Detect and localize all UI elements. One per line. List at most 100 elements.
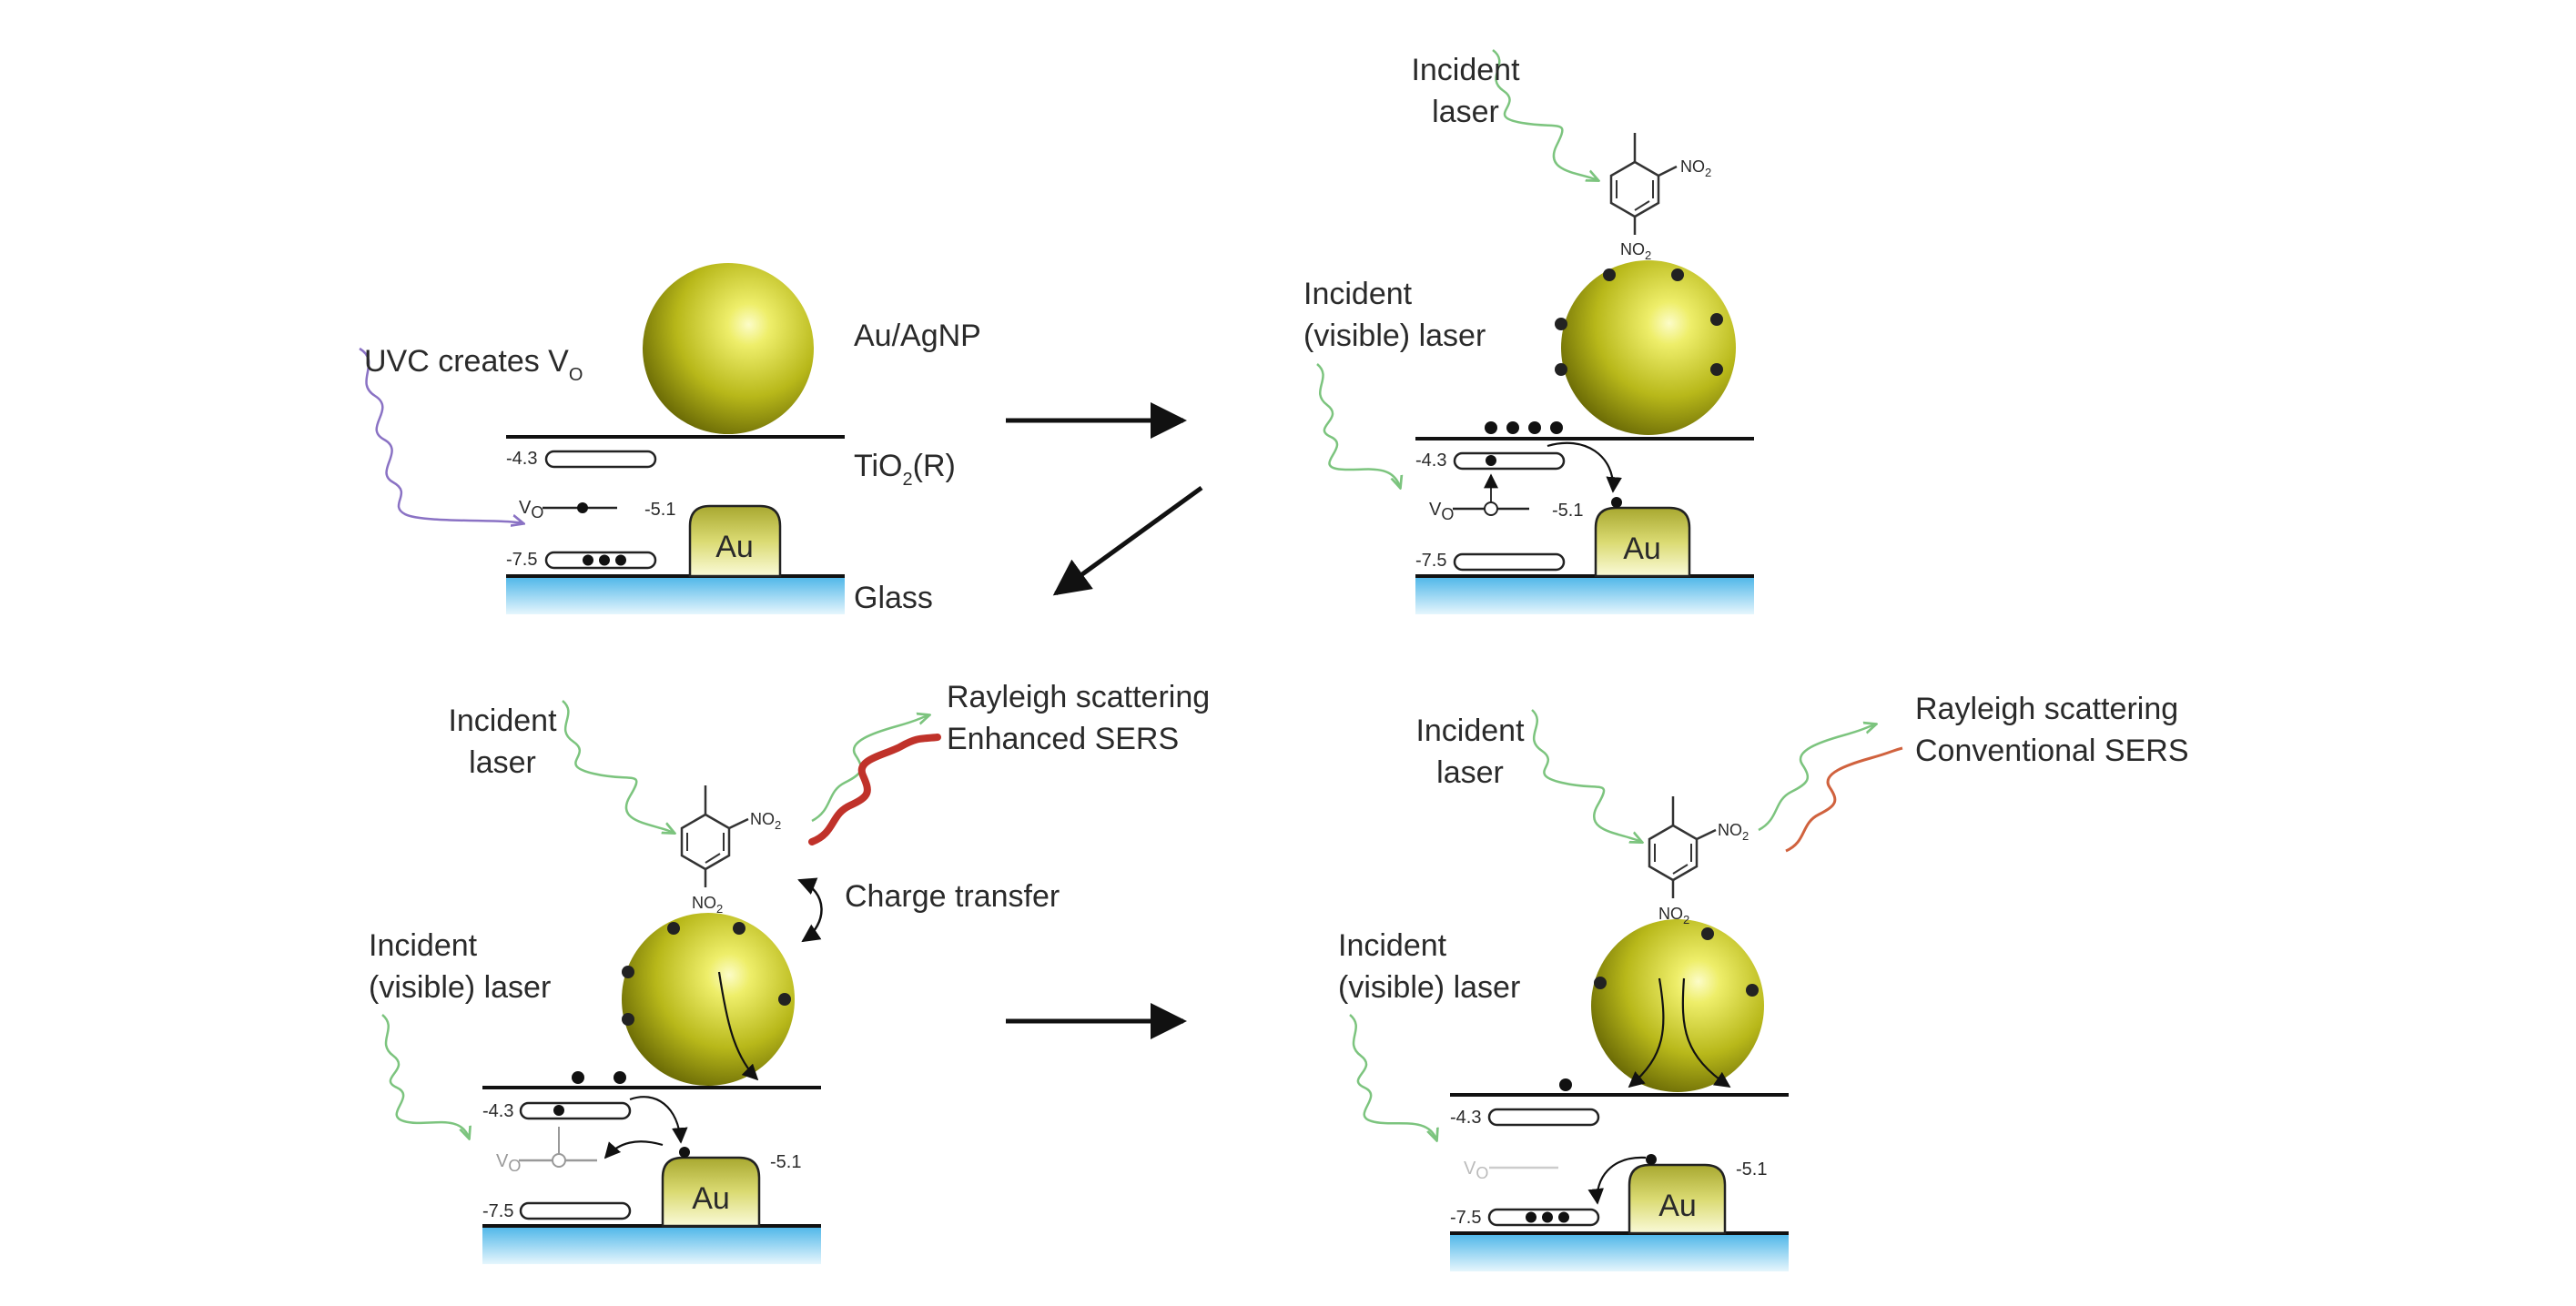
incident-laser-wave-bottom [1316, 363, 1400, 487]
incident-laser-label-bottom: Incident(visible) laser [369, 928, 551, 1005]
glass-substrate [1450, 1233, 1789, 1271]
au-electrode-label: Au [692, 1181, 730, 1216]
vo-label: VO [1464, 1159, 1488, 1182]
np-surface-charges [1555, 268, 1723, 376]
no2-top: NO2 [1680, 157, 1711, 179]
vb-hole-3 [615, 554, 626, 566]
rayleigh-scatter-wave [1758, 724, 1875, 832]
panel-conventional-sers: NO2 NO2 -4.3 VO -5.1 -7.5 Au Rayleigh sc… [1338, 692, 2189, 1271]
vo-label: VO [519, 498, 543, 521]
au-electron [1646, 1154, 1657, 1165]
vb-level-label: -7.5 [1450, 1208, 1481, 1228]
cb-level-label: -4.3 [1450, 1108, 1481, 1128]
vb-charges [1526, 1211, 1569, 1223]
tio2-surface-charge [1559, 1078, 1572, 1091]
au-level-label: -5.1 [770, 1152, 801, 1172]
au-electrode-label: Au [1623, 532, 1661, 566]
vb-level-label: -7.5 [1415, 551, 1446, 571]
vo-electron [577, 502, 588, 513]
incident-laser-wave-top [562, 700, 674, 833]
tio2-label: TiO2(R) [854, 449, 956, 490]
charge-transfer-label: Charge transfer [845, 879, 1060, 914]
glass-substrate [506, 576, 845, 614]
incident-laser-label-bottom: Incident(visible) laser [1303, 277, 1486, 353]
vo-label: VO [1429, 500, 1454, 523]
cb-electron [553, 1105, 564, 1116]
incident-laser-wave-top [1492, 49, 1597, 180]
cb-level-label: -4.3 [482, 1101, 513, 1121]
glass-substrate [1415, 576, 1754, 614]
cb-level-label: -4.3 [506, 449, 537, 469]
nanoparticle-sphere [1591, 919, 1764, 1092]
vb-level-label: -7.5 [482, 1201, 513, 1221]
charge-transfer-arrow [797, 877, 823, 943]
vo-label: VO [496, 1151, 521, 1175]
au-electron [679, 1147, 690, 1158]
vb-hole-1 [583, 554, 593, 566]
np-surface-charges [1594, 927, 1759, 997]
electron-transfer-arrow [629, 1096, 688, 1144]
np-surface-charges [622, 922, 791, 1026]
vb-hole-2 [599, 554, 610, 566]
valence-band [519, 1201, 632, 1220]
au-level-label: -5.1 [644, 500, 675, 520]
vo-hole [552, 1153, 566, 1168]
au-to-vb-arrow [1587, 1156, 1647, 1205]
nanoparticle-sphere [643, 263, 814, 434]
uvc-wave [359, 347, 522, 523]
no2-bottom: NO2 [692, 894, 723, 916]
incident-laser-wave-bottom [381, 1014, 469, 1138]
glass-label: Glass [854, 581, 933, 615]
rayleigh-scatter-wave [811, 715, 928, 823]
tio2-surface-charges [572, 1071, 626, 1084]
arrow-step2-to-step3 [1052, 485, 1203, 596]
electron-transfer-arrow [1547, 441, 1622, 493]
np-internal-arrow [717, 971, 759, 1081]
nanoparticle-sphere [622, 913, 795, 1086]
au-electrode [688, 504, 782, 578]
nanoparticle-sphere [1561, 260, 1736, 435]
panel-enhanced-sers: NO2 NO2 Charge transfer -4.3 VO -5.1 -7.… [369, 680, 1210, 1264]
conduction-band [1453, 451, 1566, 471]
no2-bottom: NO2 [1620, 240, 1651, 262]
conventional-sers-wave [1785, 746, 1903, 853]
au-electrode [1628, 1163, 1727, 1235]
au-electrode [661, 1156, 761, 1228]
conduction-band [519, 1101, 632, 1120]
au-electrode [1594, 506, 1691, 578]
valence-band [1453, 552, 1566, 572]
incident-laser-label-bottom: Incident(visible) laser [1338, 928, 1520, 1005]
np-internal-arrow-right [1681, 977, 1731, 1088]
tio2-surface-charges [1485, 421, 1563, 434]
enhanced-sers-wave [808, 734, 941, 845]
conduction-band [1487, 1108, 1600, 1127]
au-electron [1611, 497, 1622, 508]
no2-top: NO2 [750, 810, 781, 832]
cb-electron [1486, 455, 1496, 466]
incident-laser-wave-bottom [1349, 1014, 1436, 1139]
np-label: Au/AgNP [854, 319, 981, 353]
nitrotoluene-molecule: NO2 NO2 [680, 785, 781, 916]
nitrotoluene-molecule: NO2 NO2 [1648, 796, 1749, 926]
vo-hole [1484, 501, 1498, 516]
au-level-label: -5.1 [1552, 501, 1583, 521]
glass-substrate [482, 1226, 821, 1264]
vb-level-label: -7.5 [506, 550, 537, 570]
no2-bottom: NO2 [1658, 905, 1689, 926]
incident-laser-wave-top [1531, 709, 1641, 842]
au-electrode-label: Au [1658, 1189, 1697, 1223]
uvc-label: UVC creates VO [364, 344, 583, 385]
cb-level-label: -4.3 [1415, 451, 1446, 471]
conduction-band [544, 450, 657, 469]
np-internal-arrow-left [1628, 977, 1665, 1088]
hole-filling-arrow [603, 1140, 664, 1159]
au-level-label: -5.1 [1736, 1159, 1767, 1179]
